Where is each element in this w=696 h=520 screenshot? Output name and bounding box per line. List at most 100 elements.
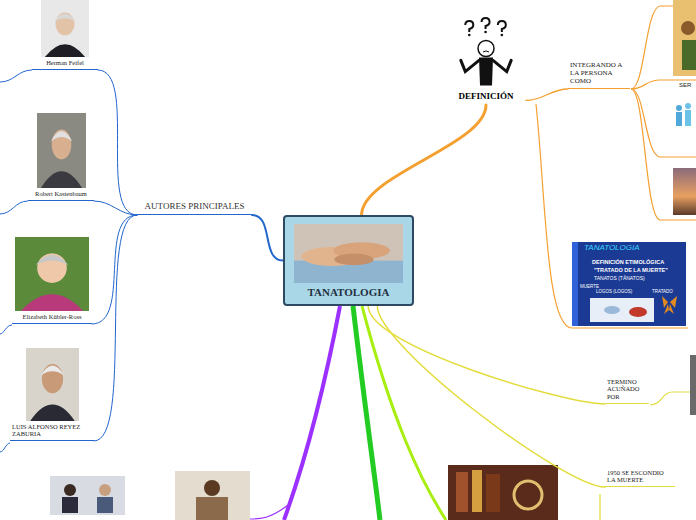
photo-part xyxy=(456,472,468,512)
photo-part xyxy=(64,484,76,496)
rect-shape xyxy=(37,113,86,188)
lime-branch xyxy=(362,306,446,520)
node-picture xyxy=(37,113,86,188)
cut-photo xyxy=(690,355,696,415)
cartoon-part xyxy=(681,21,695,35)
ellipse-shape xyxy=(55,13,74,36)
branch-line xyxy=(536,104,688,328)
sunset-image xyxy=(673,168,696,215)
image-label: TANATOS (TÁNATOS) xyxy=(594,276,645,282)
branch-connector xyxy=(252,215,283,261)
image-label: SER xyxy=(679,82,691,89)
branch-line xyxy=(0,443,10,452)
path-shape xyxy=(465,21,473,32)
circle-shape xyxy=(468,34,471,37)
slide-picture xyxy=(590,298,654,322)
path-shape xyxy=(41,171,82,188)
image-label: TANATOLOGIA xyxy=(584,244,640,253)
node-text: Herman Feifel xyxy=(32,59,98,66)
branch-connector xyxy=(98,70,137,215)
connector-line xyxy=(92,215,137,324)
branch-line xyxy=(0,70,32,82)
orange-branches xyxy=(536,6,696,328)
path-shape xyxy=(45,44,85,57)
node-text: INTEGRANDO A LA PERSONA COMO xyxy=(568,61,630,85)
connector-line xyxy=(94,215,137,441)
path-shape xyxy=(36,255,69,265)
path-shape xyxy=(498,21,506,32)
icon-part xyxy=(685,110,691,126)
photo-part xyxy=(204,480,220,496)
slide-picture-part xyxy=(604,306,620,314)
branch-connector xyxy=(94,201,137,215)
image-label: TRATADO xyxy=(652,290,673,295)
central-topic: TANATOLOGIA xyxy=(283,215,414,306)
connector-line xyxy=(94,201,137,215)
node-picture xyxy=(26,348,79,421)
node-picture xyxy=(15,237,89,311)
branch-topic: AUTORES PRINCIPALES xyxy=(137,200,252,215)
branch-connector xyxy=(362,105,486,215)
path-shape xyxy=(51,131,73,142)
path-shape xyxy=(30,405,75,421)
node-picture xyxy=(294,224,403,283)
cartoon-image xyxy=(673,0,696,76)
author-portrait: Elizabeth Kübler-Ross xyxy=(12,236,92,324)
circle-shape xyxy=(501,34,504,37)
branch-line xyxy=(0,201,28,214)
study-photo xyxy=(175,471,250,520)
subtopic: 1950 SE ESCONDIO LA MUERTE xyxy=(605,468,675,487)
branch-line xyxy=(0,325,12,334)
rect-shape xyxy=(15,237,89,311)
image-label: DEFINICIÓN ETIMOLÓGICA xyxy=(592,259,664,265)
path-shape xyxy=(479,58,493,86)
branch-line xyxy=(631,89,696,157)
connector-line xyxy=(252,215,283,261)
branch-line xyxy=(631,80,696,89)
connector-line xyxy=(98,70,137,215)
topic-with-icon: DEFINICIÓN xyxy=(446,14,526,105)
connector-line xyxy=(368,306,605,404)
meeting-photo xyxy=(50,476,125,515)
circle-shape xyxy=(478,41,494,57)
connector-line xyxy=(377,306,605,487)
image-label: LOGOS (LOGOS) xyxy=(596,290,632,295)
image-label: "TRATADO DE LA MUERTE" xyxy=(594,267,668,273)
node-text: AUTORES PRINCIPALES xyxy=(137,201,252,211)
rect-shape xyxy=(41,0,89,57)
author-portrait: Herman Feifel xyxy=(32,0,98,70)
slide-strip xyxy=(572,242,578,326)
branch-connector xyxy=(377,306,605,487)
branch-connector xyxy=(526,89,568,100)
path-shape xyxy=(482,18,490,29)
photo-part xyxy=(62,497,78,513)
yellow-branches xyxy=(600,392,690,520)
node-text: DEFINICIÓN xyxy=(446,91,526,101)
photo-part xyxy=(486,474,500,512)
photo-part xyxy=(97,497,113,513)
rect-shape xyxy=(26,348,79,421)
path-shape xyxy=(21,294,83,311)
photo-part xyxy=(196,497,228,520)
cartoon-part xyxy=(682,40,696,70)
purple-branch xyxy=(284,306,340,520)
subtopic: INTEGRANDO A LA PERSONA COMO xyxy=(568,60,630,89)
connector-line xyxy=(526,89,568,100)
branch-line xyxy=(631,89,696,220)
path-shape xyxy=(483,51,489,52)
node-text: Robert Kastenbaum xyxy=(28,190,94,197)
subtopic: TERMINO ACUÑADO POR xyxy=(605,377,649,404)
node-text: LUIS ALFONSO REYEZ ZABURIA xyxy=(10,423,94,438)
slide-picture-part xyxy=(629,307,647,317)
author-portrait: Robert Kastenbaum xyxy=(28,112,94,201)
branch-connector xyxy=(368,306,605,404)
photo-part xyxy=(99,484,111,496)
connector-line xyxy=(362,105,486,215)
branch-connector xyxy=(92,215,137,324)
magnifier xyxy=(514,481,542,509)
node-text: 1950 SE ESCONDIO LA MUERTE xyxy=(605,469,675,484)
circle-shape xyxy=(484,31,487,34)
ellipse-shape xyxy=(52,130,72,160)
